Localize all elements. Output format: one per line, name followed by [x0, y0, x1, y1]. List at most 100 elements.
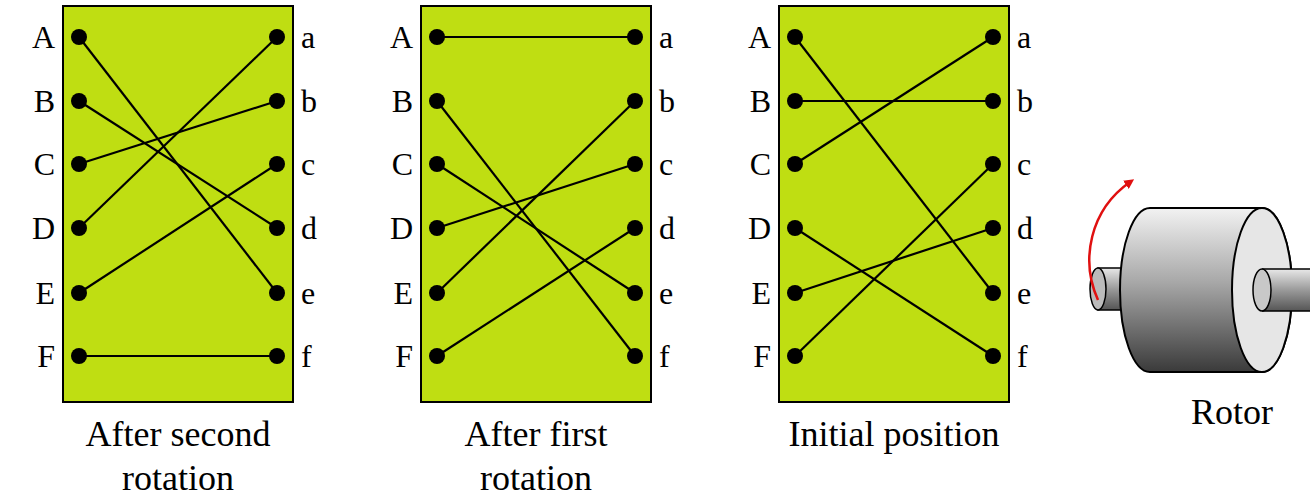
terminal-letter: e — [659, 275, 673, 311]
contact-dot — [627, 29, 643, 45]
contact-dot — [269, 220, 285, 236]
contact-dot — [787, 93, 803, 109]
contact-dot — [627, 93, 643, 109]
terminal-letter: d — [659, 210, 675, 246]
contact-dot — [985, 220, 1001, 236]
contact-dot — [627, 156, 643, 172]
terminal-letter: E — [751, 275, 771, 311]
terminal-letter: f — [1017, 338, 1028, 374]
contact-dot — [429, 348, 445, 364]
contact-dot — [269, 156, 285, 172]
terminal-letter: A — [748, 19, 771, 55]
contact-dot — [787, 29, 803, 45]
contact-dot — [71, 220, 87, 236]
terminal-letter: F — [395, 338, 413, 374]
terminal-letter: d — [301, 210, 317, 246]
terminal-letter: B — [750, 83, 771, 119]
contact-dot — [627, 348, 643, 364]
terminal-letter: b — [301, 83, 317, 119]
panel-wiring — [787, 29, 1001, 364]
contact-dot — [429, 156, 445, 172]
contact-dot — [985, 156, 1001, 172]
rotation-arrow — [1089, 182, 1130, 300]
wire — [437, 164, 635, 293]
contact-dot — [787, 348, 803, 364]
terminal-letter: e — [301, 275, 315, 311]
terminal-letter: f — [301, 338, 312, 374]
terminal-letter: C — [750, 146, 771, 182]
wire — [437, 101, 635, 293]
terminal-letter: A — [390, 19, 413, 55]
contact-dot — [787, 285, 803, 301]
contact-dot — [985, 348, 1001, 364]
panel-wiring — [429, 29, 643, 364]
contact-dot — [627, 285, 643, 301]
wire — [79, 37, 277, 228]
contact-dot — [71, 348, 87, 364]
contact-dot — [985, 29, 1001, 45]
terminal-letter: d — [1017, 210, 1033, 246]
rotor-wiring-panel: After second rotation — [62, 5, 294, 403]
terminal-letter: e — [1017, 275, 1031, 311]
contact-dot — [269, 285, 285, 301]
contact-dot — [71, 285, 87, 301]
terminal-letter: F — [753, 338, 771, 374]
wire — [795, 164, 993, 356]
wire — [79, 164, 277, 293]
panel-caption: After second rotation — [66, 412, 291, 499]
terminal-letter: a — [301, 19, 315, 55]
terminal-letter: c — [1017, 146, 1031, 182]
contact-dot — [269, 93, 285, 109]
terminal-letter: a — [659, 19, 673, 55]
contact-dot — [429, 29, 445, 45]
contact-dot — [71, 29, 87, 45]
terminal-letter: A — [32, 19, 55, 55]
wire — [79, 37, 277, 293]
rotor-label: Rotor — [1191, 392, 1273, 432]
terminal-letter: E — [35, 275, 55, 311]
terminal-letter: D — [390, 210, 413, 246]
terminal-letter: C — [34, 146, 55, 182]
contact-dot — [787, 220, 803, 236]
contact-dot — [429, 285, 445, 301]
contact-dot — [269, 29, 285, 45]
wire — [79, 355, 277, 357]
wire — [437, 101, 635, 356]
wire — [79, 101, 277, 228]
terminal-letter: a — [1017, 19, 1031, 55]
contact-dot — [787, 156, 803, 172]
terminal-letter: E — [393, 275, 413, 311]
panel-wiring — [71, 29, 285, 364]
wire — [795, 228, 993, 356]
contact-dot — [71, 93, 87, 109]
panel-caption: After first rotation — [424, 412, 649, 499]
contact-dot — [429, 93, 445, 109]
terminal-letter: F — [37, 338, 55, 374]
terminal-letter: D — [32, 210, 55, 246]
rotor-disk — [1120, 208, 1292, 372]
terminal-letter: B — [392, 83, 413, 119]
contact-dot — [71, 156, 87, 172]
contact-dot — [269, 348, 285, 364]
terminal-letter: C — [392, 146, 413, 182]
wire — [437, 36, 635, 38]
terminal-letter: D — [748, 210, 771, 246]
contact-dot — [985, 93, 1001, 109]
terminal-letter: f — [659, 338, 670, 374]
contact-dot — [627, 220, 643, 236]
wire — [795, 37, 993, 293]
terminal-letter: b — [659, 83, 675, 119]
wire — [437, 228, 635, 356]
contact-dot — [429, 220, 445, 236]
panel-caption: Initial position — [782, 412, 1007, 456]
terminal-letter: c — [659, 146, 673, 182]
terminal-letter: c — [301, 146, 315, 182]
contact-dot — [985, 285, 1001, 301]
right-shaft — [1253, 269, 1310, 311]
wire — [795, 37, 993, 164]
terminal-letter: b — [1017, 83, 1033, 119]
terminal-letter: B — [34, 83, 55, 119]
